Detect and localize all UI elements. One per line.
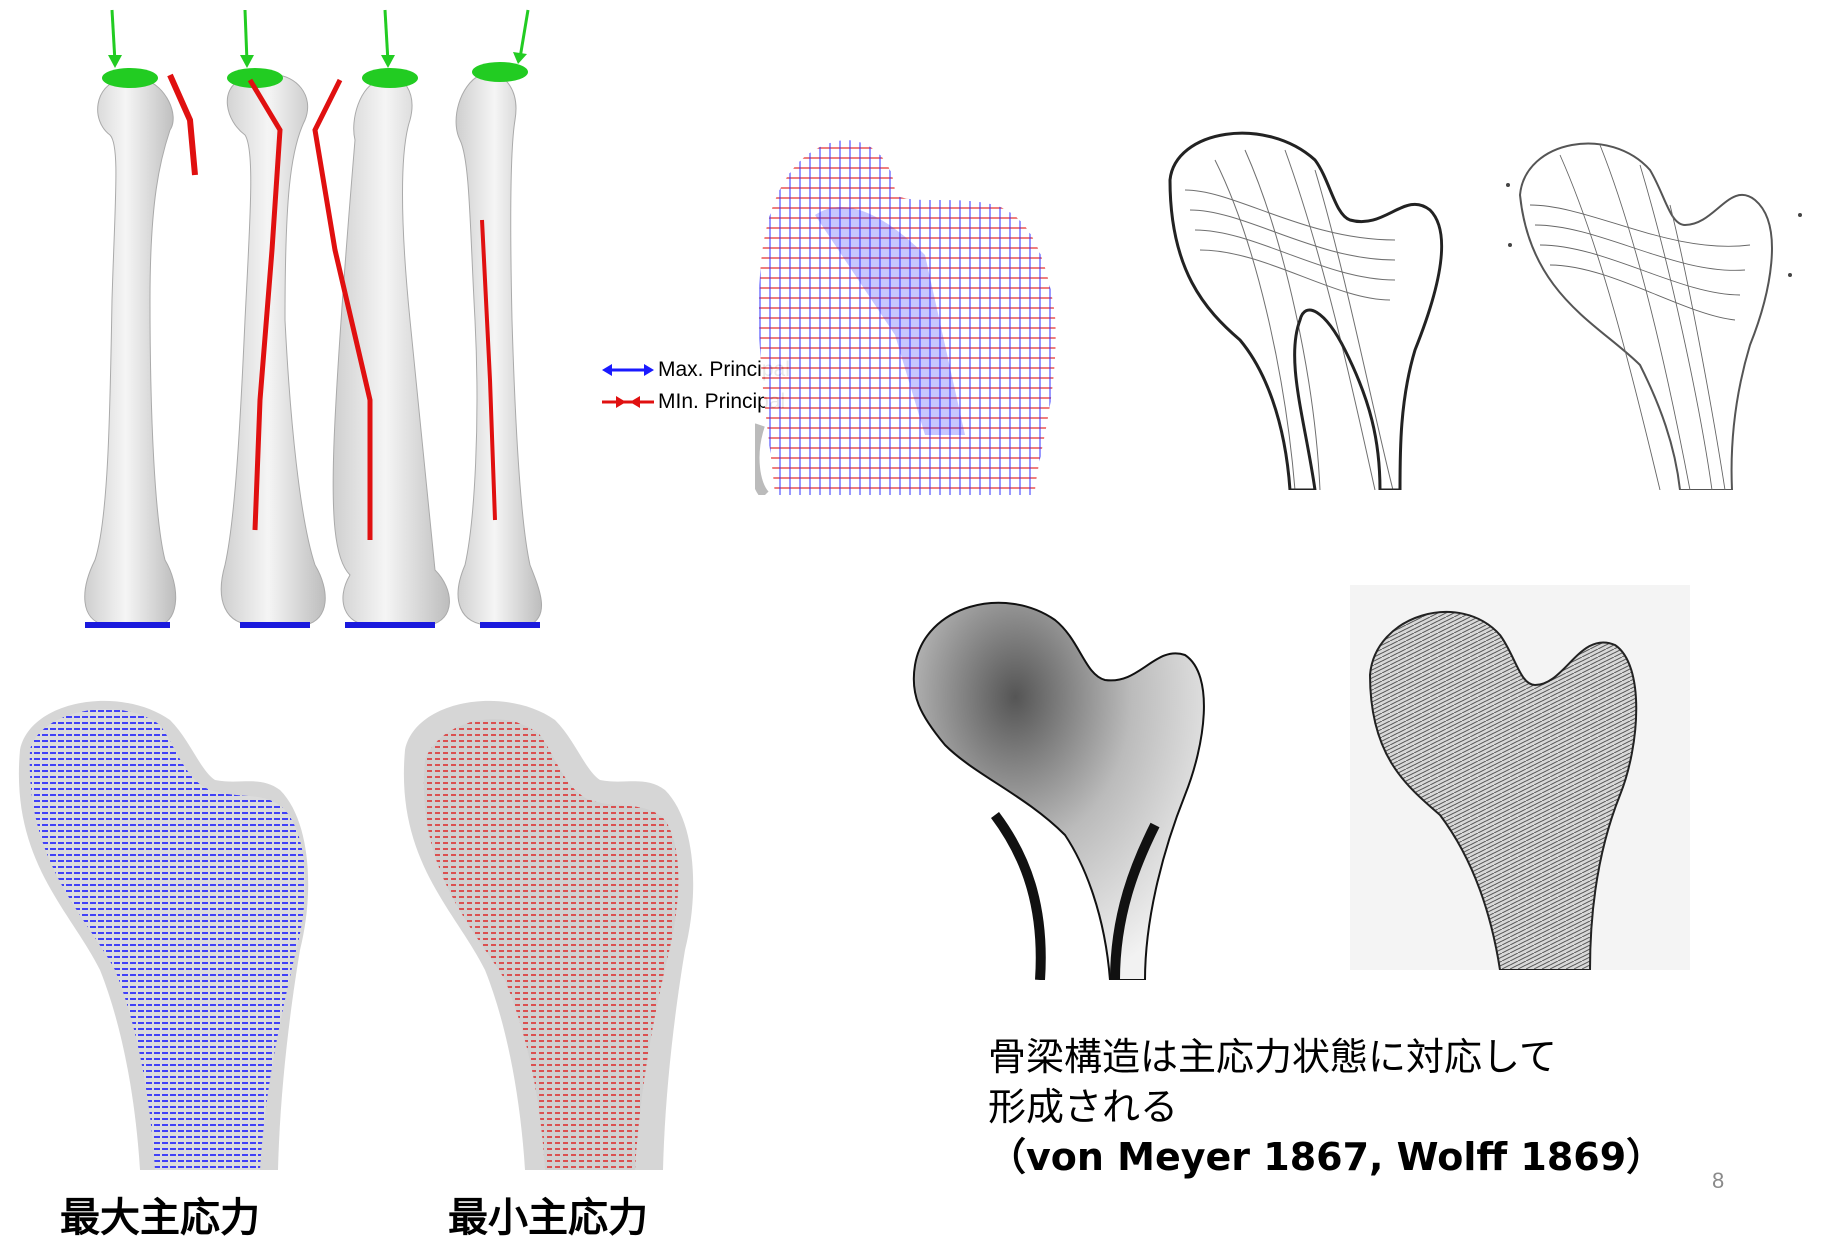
trajectory-drawing-2 bbox=[1500, 125, 1820, 490]
femur-view-lateral bbox=[221, 10, 325, 628]
body-text-block: 骨梁構造は主応力状態に対応して 形成される （von Meyer 1867, W… bbox=[988, 1032, 1748, 1182]
stress-vector-femur-head bbox=[755, 135, 1065, 495]
caption-min-principal-stress: 最小主応力 bbox=[448, 1185, 648, 1243]
femur-views-panel bbox=[50, 0, 570, 640]
trabecular-photo-2 bbox=[1350, 585, 1690, 970]
trajectory-drawing-1 bbox=[1155, 120, 1475, 490]
femur-view-posterior bbox=[315, 10, 449, 628]
body-line-2: 形成される bbox=[988, 1082, 1748, 1132]
caption-max-principal-stress: 最大主応力 bbox=[60, 1185, 260, 1243]
body-line-1: 骨梁構造は主応力状態に対応して bbox=[988, 1032, 1748, 1082]
femur-view-medial bbox=[456, 10, 541, 628]
max-principal-stress-map bbox=[10, 690, 325, 1170]
min-principal-stress-map bbox=[395, 690, 710, 1170]
trabecular-photo-1 bbox=[905, 585, 1245, 980]
double-arrow-icon bbox=[602, 363, 658, 377]
body-line-3: （von Meyer 1867, Wolff 1869） bbox=[988, 1132, 1748, 1182]
femur-view-anterior bbox=[85, 10, 195, 628]
page-number: 8 bbox=[1712, 1168, 1724, 1194]
converging-arrow-icon bbox=[602, 395, 658, 409]
